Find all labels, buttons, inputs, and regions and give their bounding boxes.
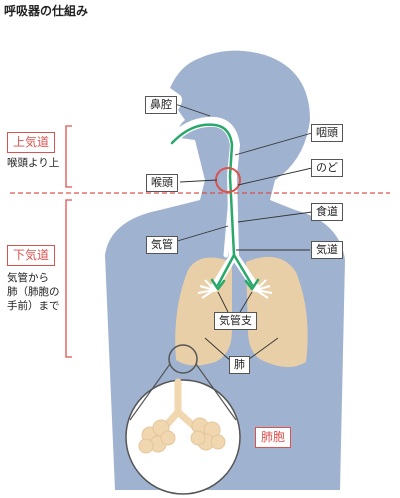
- label-lungs: 肺: [229, 356, 250, 374]
- upper-airway-note: 喉頭より上: [7, 157, 60, 169]
- alveoli-burst-left: [197, 279, 215, 299]
- zoom-connector: [129, 363, 171, 421]
- lower-bracket: [65, 199, 72, 358]
- lower-airway-heading: 下気道: [7, 245, 56, 266]
- label-throat: のど: [311, 159, 343, 177]
- label-nasal-cavity: 鼻腔: [145, 96, 177, 114]
- lower-airway-note: 気管から 肺（肺胞の 手前）まで: [7, 271, 60, 313]
- label-pharynx: 咽頭: [311, 124, 343, 142]
- label-larynx: 喉頭: [146, 174, 178, 192]
- lower-note-line: 肺（肺胞の: [7, 286, 60, 298]
- zoom-source: [168, 344, 198, 374]
- diagram-title: 呼吸器の仕組み: [4, 4, 89, 18]
- label-esophagus: 食道: [311, 203, 343, 221]
- label-alveoli: 肺胞: [255, 427, 292, 448]
- zoom-ring: [125, 379, 241, 495]
- zoom-connector: [195, 363, 237, 421]
- airflow-arrow: [170, 123, 260, 291]
- lower-note-line: 気管から: [7, 272, 49, 284]
- lower-note-line: 手前）まで: [7, 300, 60, 312]
- label-bronchi: 気管支: [214, 312, 257, 330]
- label-airway: 気道: [311, 241, 343, 259]
- upper-bracket: [65, 125, 72, 188]
- label-trachea: 気管: [146, 236, 178, 254]
- alveoli-burst-right: [255, 279, 273, 299]
- leader-lines: [173, 103, 313, 363]
- alveoli-drawing: [138, 378, 226, 454]
- upper-airway-heading: 上気道: [7, 132, 56, 153]
